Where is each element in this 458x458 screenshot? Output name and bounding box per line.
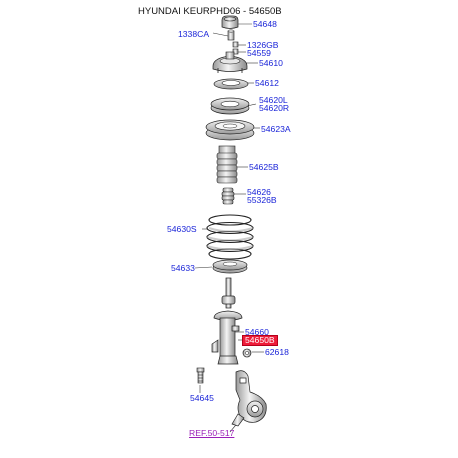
part-54620-bearing: [210, 97, 250, 115]
part-label-54610[interactable]: 54610: [259, 58, 283, 68]
part-54630s-spring: [206, 214, 254, 260]
part-54623a-seat: [205, 119, 255, 141]
part-1338ca-bolt: [227, 29, 235, 41]
part-label-54630s[interactable]: 54630S: [167, 224, 197, 234]
part-label-54620l[interactable]: 54620L: [259, 95, 288, 105]
part-label-55326b[interactable]: 55326B: [247, 195, 277, 205]
steering-knuckle: [231, 370, 267, 427]
part-label-54612[interactable]: 54612: [255, 78, 279, 88]
part-54645-bolt: [196, 367, 205, 384]
part-label-54623a[interactable]: 54623A: [261, 124, 291, 134]
leader-lines: [194, 23, 264, 433]
part-label-54626[interactable]: 54626: [247, 187, 271, 197]
part-label-62618[interactable]: 62618: [265, 347, 289, 357]
part-label-54620r[interactable]: 54620R: [259, 103, 290, 113]
part-54610-mount: [212, 51, 248, 73]
part-label-54645[interactable]: 54645: [190, 393, 214, 403]
part-54626-bumpstop: [221, 187, 235, 205]
part-62618-nut: [242, 348, 252, 358]
reference-link[interactable]: REF.50-517: [189, 428, 235, 438]
part-label-54559[interactable]: 54559: [247, 48, 271, 58]
part-label-54660[interactable]: 54660: [245, 327, 269, 337]
part-54625b-boot: [216, 145, 238, 184]
part-label-1326gb[interactable]: 1326GB: [247, 40, 279, 50]
part-label-1338ca[interactable]: 1338CA: [178, 29, 210, 39]
part-label-54625b[interactable]: 54625B: [249, 162, 279, 172]
part-54633-lower-seat: [212, 259, 248, 274]
part-54612-washer: [213, 78, 249, 90]
part-54648-cap: [221, 15, 239, 29]
part-label-54648[interactable]: 54648: [253, 19, 277, 29]
part-label-54633[interactable]: 54633: [171, 263, 195, 273]
part-label-54650b-highlighted[interactable]: 54650B: [242, 335, 278, 346]
part-54650b-strut: [211, 277, 243, 365]
spring-shading: [206, 226, 254, 251]
part-1326gb-nut: [232, 41, 239, 55]
page-title: HYUNDAI KEURPHD06 - 54650B: [138, 6, 282, 17]
